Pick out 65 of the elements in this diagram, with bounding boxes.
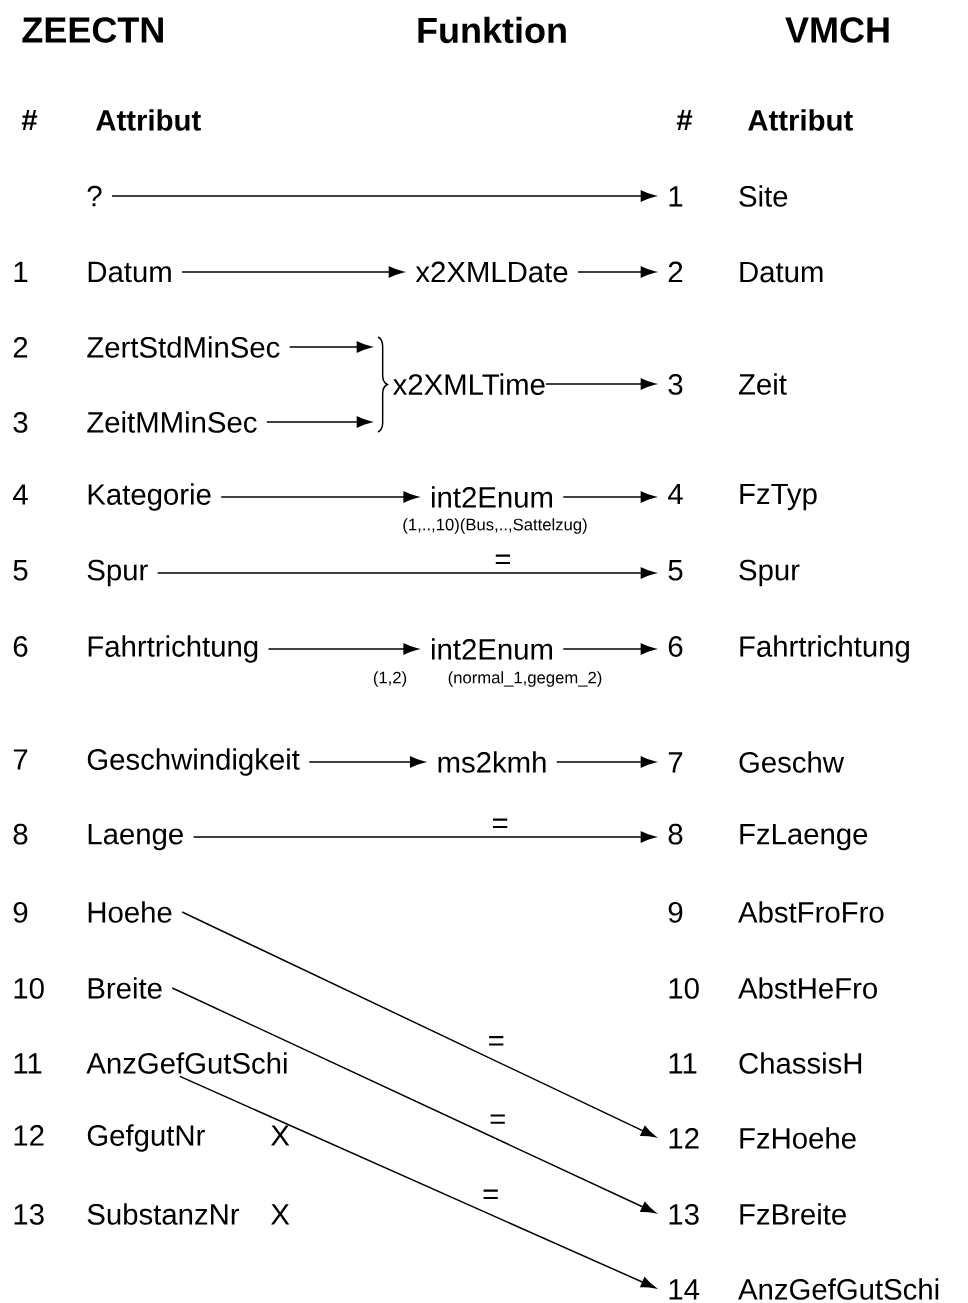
parameter-note: (normal_1,gegem_2)	[448, 671, 602, 687]
arrow	[192, 831, 656, 843]
attribute-label: 7 Geschwindigkeit	[13, 748, 300, 776]
arrow	[288, 341, 372, 353]
arrow	[556, 756, 656, 768]
attribute-label: 10 AbstHeFro	[669, 977, 877, 999]
attribute-label: 4 FzTyp	[668, 483, 817, 511]
attribute-label: 11 AnzGefGutSchi	[14, 1052, 287, 1074]
arrow	[267, 643, 419, 655]
function-label: ms2kmh	[438, 751, 546, 773]
function-label: int2Enum	[432, 486, 552, 508]
attribute-label: 8 Laenge	[13, 823, 183, 851]
attribute-label: 4 Kategorie	[13, 483, 211, 511]
function-label: x2XMLTime	[393, 373, 545, 395]
column-title: VMCH	[785, 17, 889, 43]
arrow	[111, 190, 656, 202]
column-title: ZEECTN	[22, 17, 163, 43]
attribute-label: 14 AnzGefGutSchi	[669, 1278, 939, 1300]
edge-label: =	[487, 1113, 508, 1131]
column-header: #	[21, 110, 38, 130]
arrow	[308, 756, 425, 768]
attribute-label: 13 FzBreite	[669, 1203, 846, 1225]
arrow	[181, 266, 404, 278]
attribute-label: 11 ChassisH	[669, 1052, 862, 1074]
arrow	[179, 1075, 656, 1289]
attribute-label: 8 FzLaenge	[668, 823, 868, 851]
edge-label: =	[480, 1188, 501, 1206]
attribute-label: 12 GefgutNr X	[14, 1124, 290, 1152]
arrow	[171, 987, 656, 1214]
attribute-label: 9 Hoehe	[13, 901, 172, 923]
parameter-note: (1,2)	[373, 671, 407, 687]
attribute-label: 3 ZeitMMinSec	[13, 411, 257, 433]
arrow	[220, 491, 419, 503]
column-header: #	[676, 110, 693, 130]
attribute-label: 2 Datum	[668, 261, 823, 283]
attribute-label: 7 Geschw	[668, 751, 845, 773]
edge-label: =	[493, 553, 513, 571]
arrow	[562, 491, 656, 503]
attribute-label: 9 AbstFroFro	[668, 901, 884, 923]
attribute-label: 12 FzHoehe	[669, 1127, 856, 1149]
edge-label: =	[490, 817, 510, 835]
edge-label: =	[486, 1034, 507, 1052]
attribute-label: ?	[87, 185, 102, 207]
function-label: int2Enum	[432, 638, 552, 660]
attribute-label: 6 Fahrtrichtung	[13, 635, 258, 663]
attribute-label: 5 Spur	[668, 559, 800, 587]
arrow	[562, 643, 656, 655]
column-header: Attribut	[748, 109, 853, 131]
attribute-label: 1 Datum	[14, 261, 171, 283]
arrow	[156, 567, 656, 579]
function-label: x2XMLDate	[415, 261, 568, 283]
attribute-label: 2 ZertStdMinSec	[13, 336, 280, 358]
arrow	[266, 416, 372, 428]
attribute-label: 1 Site	[669, 185, 788, 207]
arrow	[577, 266, 656, 278]
arrow	[181, 911, 656, 1138]
attribute-label: 10 Breite	[14, 977, 162, 999]
attribute-label: 6 Fahrtrichtung	[668, 635, 909, 663]
attribute-label: 13 SubstanzNr X	[14, 1203, 290, 1225]
parameter-note: (1,..,10)(Bus,..,Sattelzug)	[403, 518, 587, 534]
attribute-label: 5 Spur	[13, 559, 148, 587]
column-header: Attribut	[96, 109, 201, 131]
attribute-label: 3 Zeit	[668, 373, 787, 395]
column-title: Funktion	[418, 16, 566, 44]
arrow	[545, 378, 656, 390]
